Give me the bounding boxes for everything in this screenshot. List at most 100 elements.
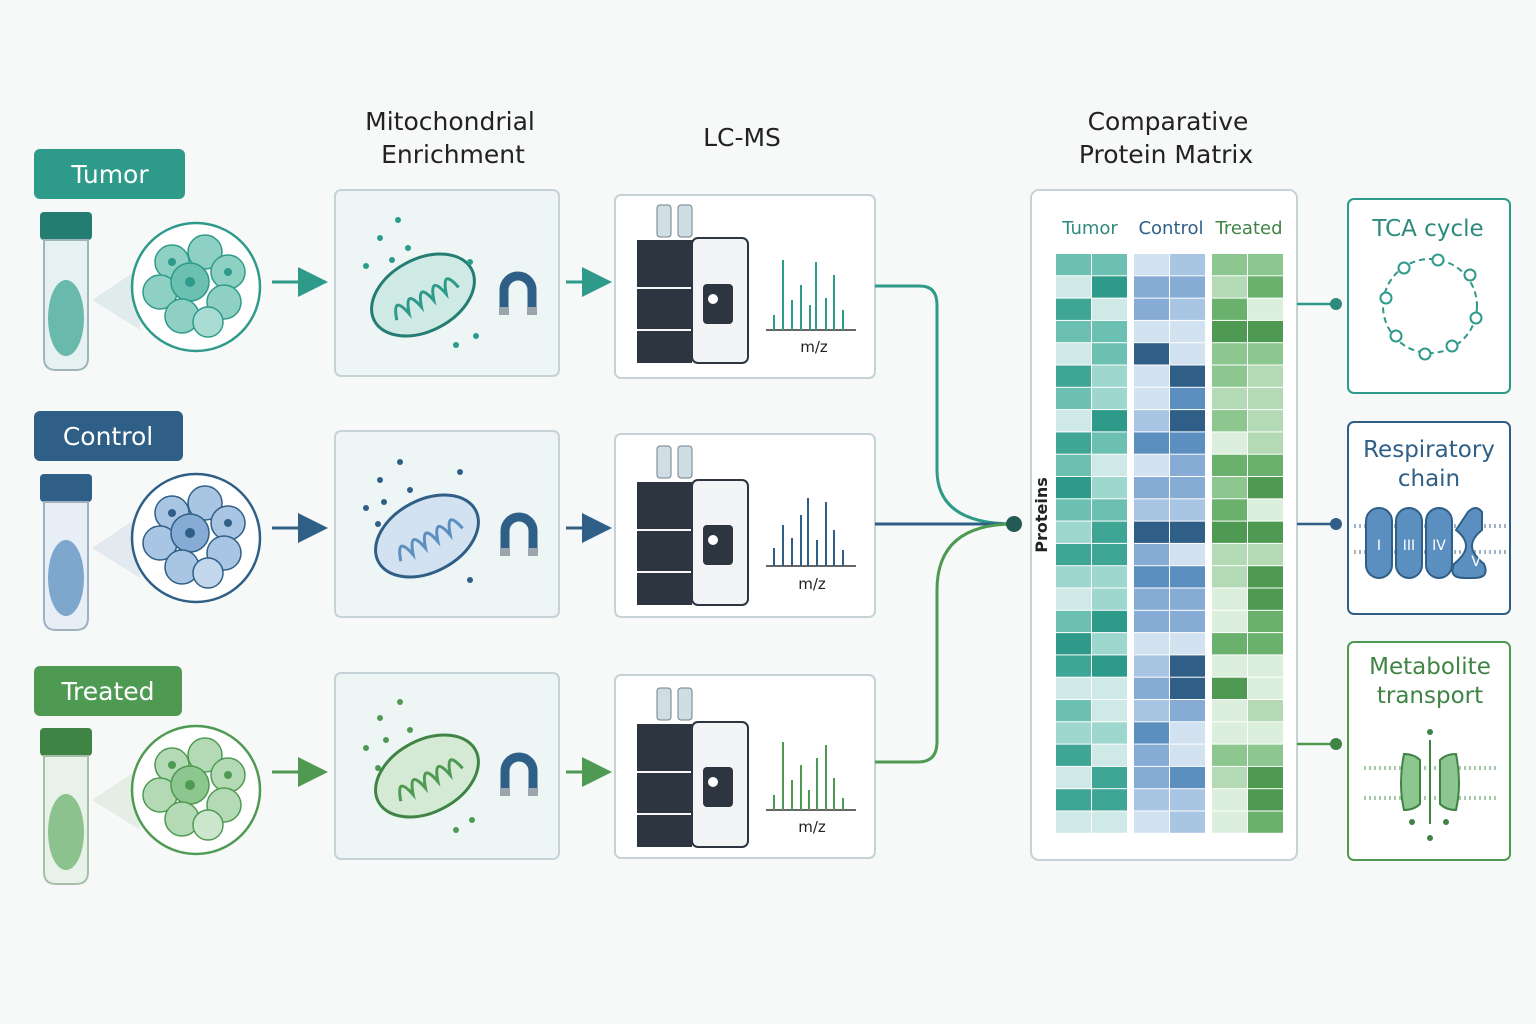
heatmap-cell (1170, 343, 1205, 365)
heatmap-cell (1134, 633, 1169, 655)
protein-heatmap (1056, 254, 1283, 833)
heatmap-cell (1212, 298, 1247, 320)
heatmap-cell (1212, 655, 1247, 677)
heatmap-cell (1092, 432, 1127, 454)
matrix-title-line2: Protein Matrix (1079, 140, 1253, 169)
matrix-col-header-control: Control (1138, 218, 1203, 239)
heatmap-cell (1056, 610, 1091, 633)
heatmap-cell (1092, 677, 1127, 699)
sample-tube-icon (40, 212, 92, 371)
complex-label: III (1403, 538, 1415, 554)
sample-label-treated: Treated (60, 677, 154, 706)
heatmap-cell (1134, 432, 1169, 454)
heatmap-cell (1134, 610, 1169, 633)
heatmap-cell (1134, 387, 1169, 410)
heatmap-cell (1092, 254, 1127, 276)
cell-cluster-icon (130, 221, 262, 353)
mass-spectrum-chart: m/z (766, 498, 856, 593)
heatmap-cell (1248, 432, 1283, 454)
heatmap-cell (1212, 521, 1247, 543)
heatmap-cell (1248, 766, 1283, 789)
merge-connectors (875, 284, 1022, 764)
mitochondrion-icon (363, 459, 480, 583)
heatmap-cell (1170, 655, 1205, 677)
heatmap-cell (1212, 543, 1247, 566)
heatmap-cell (1248, 633, 1283, 655)
heatmap-cell (1170, 722, 1205, 744)
respiratory-chain-icon: I III IV V (1354, 507, 1506, 579)
heatmap-cell (1056, 254, 1091, 276)
heatmap-cell (1170, 254, 1205, 276)
ms-axis-label: m/z (800, 338, 828, 356)
heatmap-cell (1092, 744, 1127, 766)
mitochondrion-icon (363, 699, 480, 833)
heatmap-cell (1092, 499, 1127, 521)
heatmap-cell (1170, 677, 1205, 699)
heatmap-cell (1056, 566, 1091, 588)
heatmap-cell (1092, 566, 1127, 588)
heatmap-cell (1092, 365, 1127, 387)
heatmap-cell (1134, 722, 1169, 744)
heatmap-cell (1056, 387, 1091, 410)
heatmap-cell (1134, 410, 1169, 432)
cell-cluster-icon (130, 724, 262, 856)
heatmap-cell (1056, 744, 1091, 766)
magnet-icon (499, 271, 537, 315)
ms-axis-label: m/z (798, 575, 826, 593)
heatmap-cell (1056, 343, 1091, 365)
heatmap-cell (1092, 387, 1127, 410)
heatmap-cell (1212, 343, 1247, 365)
heatmap-cell (1212, 432, 1247, 454)
heatmap-cell (1170, 566, 1205, 588)
mitochondrion-icon (363, 217, 479, 348)
heatmap-cell (1170, 387, 1205, 410)
heatmap-cell (1134, 766, 1169, 789)
sample-row-control: Control (34, 411, 876, 631)
ms-axis-label: m/z (798, 818, 826, 836)
heatmap-cell (1212, 454, 1247, 476)
heatmap-cell (1056, 499, 1091, 521)
heatmap-cell (1056, 655, 1091, 677)
pathway-card-transport: Metabolite transport (1347, 641, 1511, 861)
heatmap-cell (1092, 298, 1127, 320)
heatmap-cell (1170, 276, 1205, 298)
heatmap-cell (1248, 499, 1283, 521)
heatmap-cell (1056, 410, 1091, 432)
heatmap-cell (1212, 722, 1247, 744)
heatmap-cell (1248, 521, 1283, 543)
heatmap-cell (1212, 610, 1247, 633)
sample-tube-icon (40, 728, 92, 885)
heatmap-cell (1134, 677, 1169, 699)
heatmap-cell (1092, 633, 1127, 655)
heatmap-cell (1212, 499, 1247, 521)
heatmap-cell (1212, 700, 1247, 722)
heatmap-cell (1056, 722, 1091, 744)
heatmap-cell (1092, 320, 1127, 343)
pathway-title-transport-line2: transport (1377, 683, 1483, 709)
heatmap-cell (1092, 789, 1127, 811)
heatmap-cell (1134, 700, 1169, 722)
heatmap-cell (1212, 254, 1247, 276)
heatmap-cell (1092, 700, 1127, 722)
heatmap-cell (1170, 633, 1205, 655)
heatmap-cell (1092, 766, 1127, 789)
pathway-title-respiratory-line2: chain (1398, 466, 1460, 492)
complex-label: V (1471, 554, 1481, 570)
heatmap-cell (1170, 432, 1205, 454)
complex-label: I (1377, 538, 1381, 554)
heatmap-cell (1056, 766, 1091, 789)
heatmap-cell (1212, 633, 1247, 655)
heatmap-cell (1212, 766, 1247, 789)
heatmap-cell (1212, 387, 1247, 410)
heatmap-cell (1170, 588, 1205, 610)
heatmap-cell (1170, 700, 1205, 722)
heatmap-cell (1170, 811, 1205, 833)
heatmap-cell (1134, 499, 1169, 521)
heatmap-cell (1092, 521, 1127, 543)
heatmap-cell (1248, 811, 1283, 833)
heatmap-cell (1092, 811, 1127, 833)
pathway-connectors (1297, 298, 1342, 750)
heatmap-cell (1248, 454, 1283, 476)
heatmap-cell (1056, 298, 1091, 320)
heatmap-cell (1248, 722, 1283, 744)
